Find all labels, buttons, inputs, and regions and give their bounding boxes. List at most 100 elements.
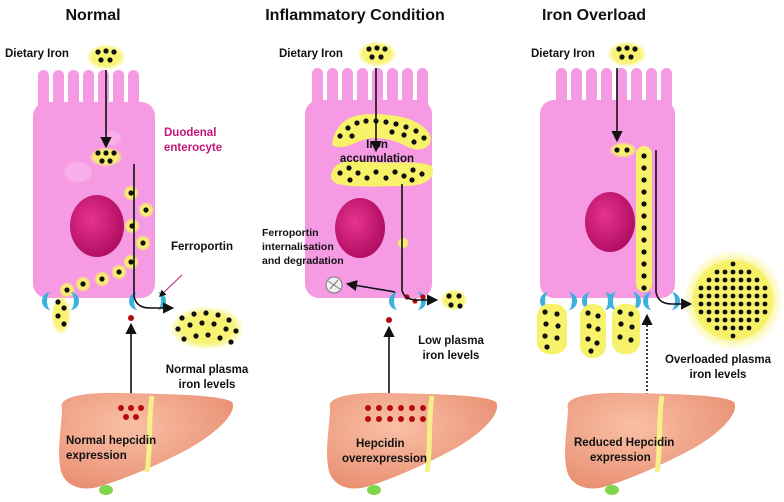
panel-title-normal: Normal [65,7,120,24]
dietary-iron-label: Dietary Iron [5,48,69,60]
ferroportin-channels [540,292,680,310]
iron-dot [698,293,704,299]
gallbladder [367,485,381,495]
iron-dot [738,277,744,283]
enterocyte-label-line1: Duodenal [164,127,216,139]
iron-dot [762,285,768,291]
liver [327,392,498,495]
iron-dot [730,277,736,283]
iron-dot [722,285,728,291]
iron-dot [714,285,720,291]
iron-dot [714,301,720,307]
iron-dot [698,309,704,315]
iron-dot [762,293,768,299]
nucleus [585,192,635,252]
hepcidin-label-line1: Normal hepcidin [66,435,156,447]
accumulation-label-line1: Iron [366,139,388,151]
iron-dot [730,333,736,339]
iron-dot [746,325,752,331]
iron-dot [730,269,736,275]
nucleus [70,195,124,257]
hepcidin-label-line2: expression [66,450,127,462]
iron-dot [722,277,728,283]
iron-in-cell [59,147,154,298]
plasma-label-line1: Normal plasma [166,364,249,376]
hepcidin-label-line1: Reduced Hepcidin [574,437,674,449]
iron-dot [714,325,720,331]
iron-dot [722,309,728,315]
iron-dot [714,269,720,275]
plasma-label-line2: iron levels [179,379,236,391]
liver [59,392,234,495]
iron-dot [706,309,712,315]
iron-accumulation [330,114,433,249]
iron-dot [746,301,752,307]
iron-in-cell [609,142,652,292]
hepcidin-molecule [128,315,134,321]
dietary-iron-label: Dietary Iron [531,48,595,60]
iron-dot [714,309,720,315]
iron-dot [746,317,752,323]
iron-dot [754,293,760,299]
plasma-iron-normal [169,306,245,350]
iron-dot [738,301,744,307]
iron-dot [746,269,752,275]
gallbladder [99,485,113,495]
liver [565,392,736,495]
iron-dot [722,325,728,331]
iron-dot [762,301,768,307]
iron-dot [738,317,744,323]
iron-dot [706,285,712,291]
iron-dot [706,317,712,323]
enterocyte-cell [33,70,155,298]
iron-dot [730,317,736,323]
iron-dot [714,293,720,299]
iron-dot [714,317,720,323]
iron-dot [746,277,752,283]
plasma-label-line1: Low plasma [418,335,484,347]
dietary-iron-cluster [86,44,126,70]
iron-dot [706,301,712,307]
iron-dot [730,293,736,299]
plasma-iron-overloaded [683,250,783,350]
iron-dot [738,269,744,275]
enterocyte-label-line2: enterocyte [164,142,222,154]
iron-dot [738,285,744,291]
iron-dot [730,285,736,291]
iron-dot [730,325,736,331]
iron-dot [754,285,760,291]
iron-dot [754,301,760,307]
internalisation-label-line2: internalisation [262,241,334,253]
iron-dot [722,317,728,323]
plasma-label-line2: iron levels [423,350,480,362]
internalisation-label-line1: Ferroportin [262,227,319,239]
iron-dot [706,293,712,299]
iron-dot [738,325,744,331]
panel-inflammatory: Dietary Iron [262,41,498,495]
enterocyte-cell [305,68,432,298]
iron-dot [762,309,768,315]
plasma-label-line2: iron levels [690,369,747,381]
gallbladder [605,485,619,495]
iron-dot [722,269,728,275]
iron-dot [754,277,760,283]
enterocyte-cell [540,68,675,298]
dietary-iron-cluster [357,41,397,67]
iron-dot [722,301,728,307]
iron-dot [698,285,704,291]
iron-dot [738,293,744,299]
panel-title-inflammatory: Inflammatory Condition [265,7,445,24]
panel-normal: Dietary Iron [5,44,249,495]
panel-overload: Dietary Iron [531,41,783,495]
iron-dot [730,309,736,315]
iron-dot [746,293,752,299]
panel-title-overload: Iron Overload [542,7,646,24]
iron-export-chain [51,295,71,335]
iron-dot [738,309,744,315]
nucleus [335,198,385,258]
dietary-iron-label: Dietary Iron [279,48,343,60]
iron-dot [706,277,712,283]
dietary-iron-cluster [607,41,647,67]
ferroportin-label: Ferroportin [171,241,233,253]
